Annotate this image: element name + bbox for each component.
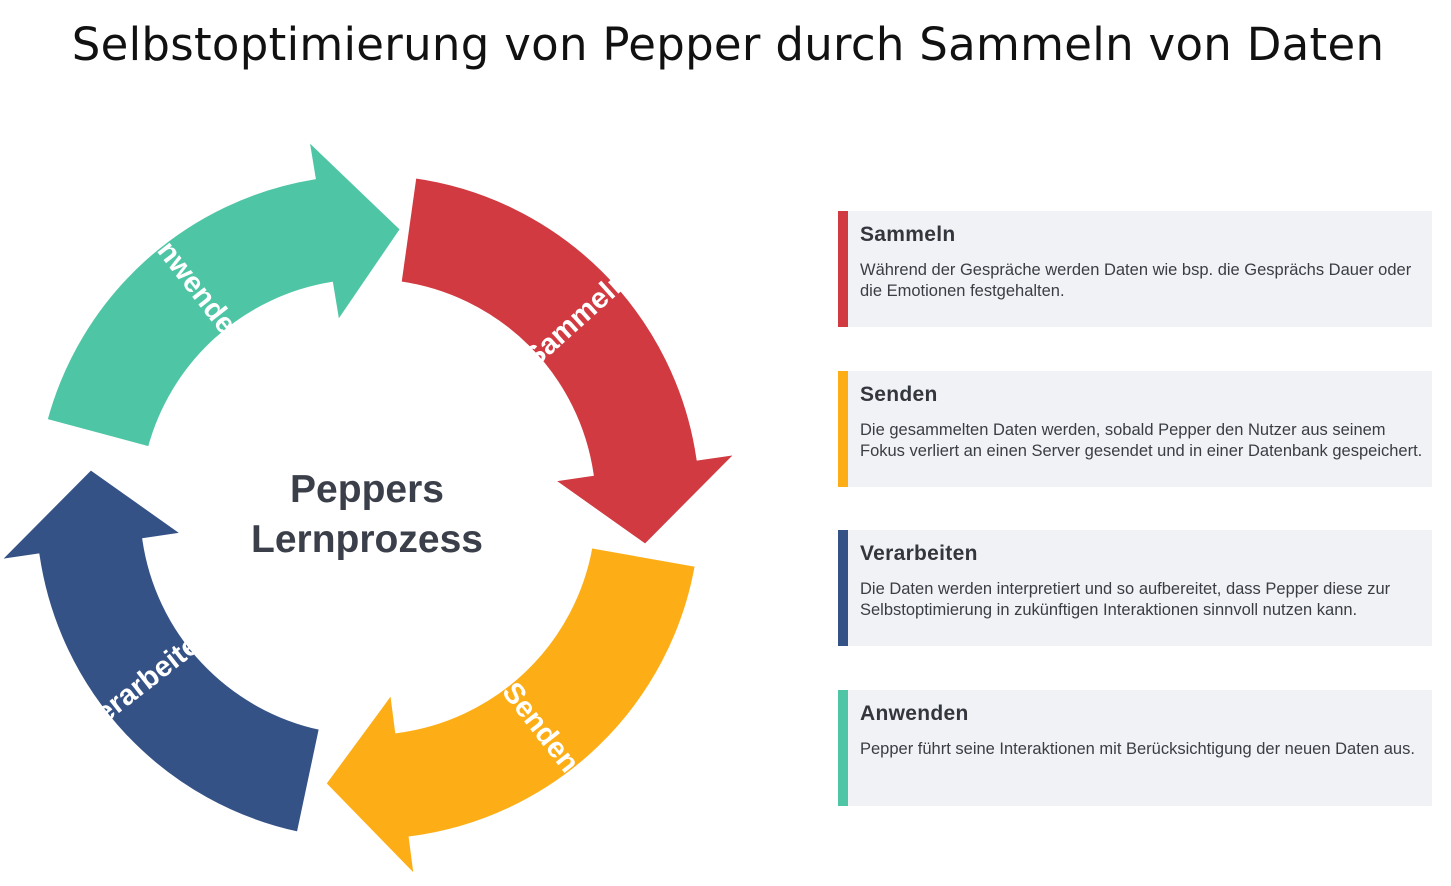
card-sammeln: Sammeln Während der Gespräche werden Dat… [838, 211, 1432, 327]
card-senden: Senden Die gesammelten Daten werden, sob… [838, 371, 1432, 487]
card-text: Die gesammelten Daten werden, sobald Pep… [860, 421, 1423, 460]
center-label-line2: Lernprozess [251, 518, 483, 561]
page-title: Selbstoptimierung von Pepper durch Samme… [71, 18, 1385, 71]
arrow-senden [321, 543, 700, 884]
arrow-verarbeiten [0, 465, 324, 837]
card-text: Pepper führt seine Interaktionen mit Ber… [860, 740, 1415, 758]
card-text: Die Daten werden interpretiert und so au… [860, 580, 1391, 619]
card-text: Während der Gespräche werden Daten wie b… [860, 261, 1412, 300]
card-title: Senden [860, 383, 938, 406]
card-title: Sammeln [860, 223, 956, 246]
card-verarbeiten: Verarbeiten Die Daten werden interpretie… [838, 530, 1432, 646]
center-label-line1: Peppers [290, 468, 444, 511]
card-anwenden: Anwenden Pepper führt seine Interaktione… [838, 690, 1432, 806]
arrow-anwenden [42, 132, 405, 451]
card-title: Anwenden [860, 702, 969, 725]
arrow-sammeln [397, 174, 744, 549]
card-title: Verarbeiten [860, 542, 978, 565]
